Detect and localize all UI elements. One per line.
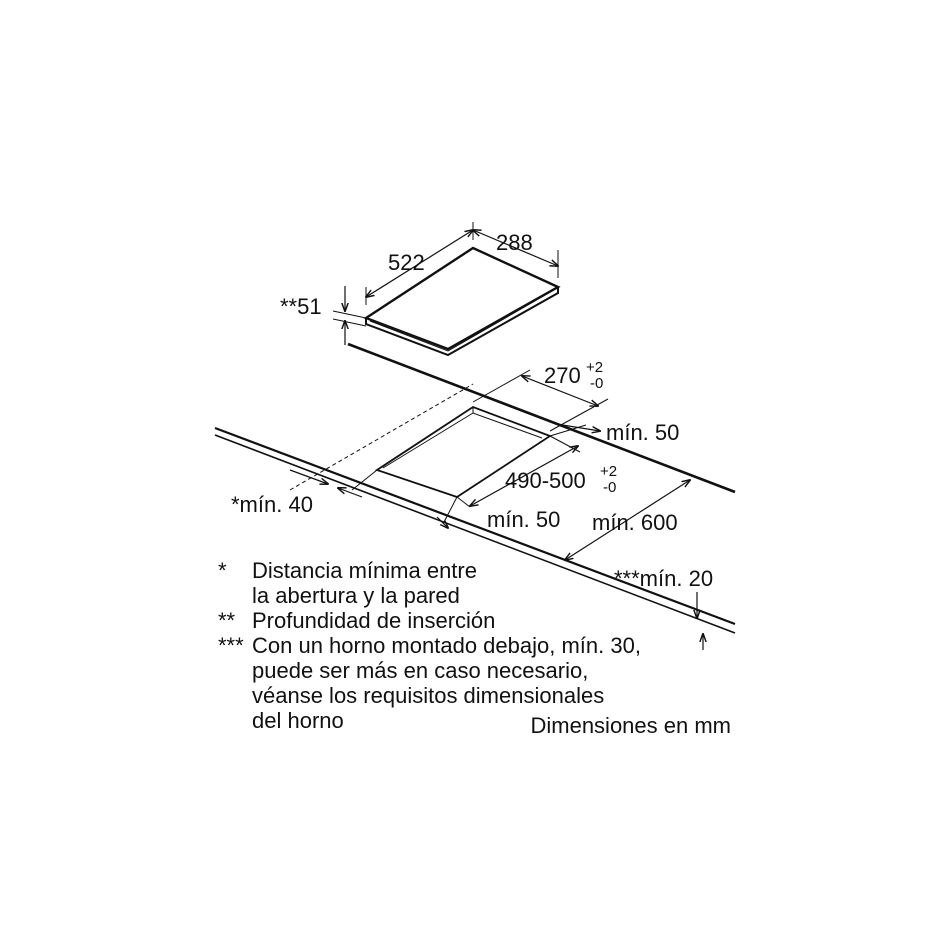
note-3-line-3: véanse los requisitos dimensionales: [252, 683, 604, 708]
note-marker-2: **: [218, 608, 236, 633]
label-min-front: mín. 50: [487, 507, 560, 532]
label-cutout-width-tol-plus: +2: [600, 463, 617, 480]
label-min-worktop-thickness: ***mín. 20: [614, 566, 713, 591]
label-min-side: *mín. 40: [231, 492, 313, 517]
label-cutout-width: 490-500: [505, 468, 586, 493]
insertion-depth-dimension: [332, 286, 367, 345]
label-cutout-depth: 270: [544, 363, 581, 388]
label-cutout-depth-tol-plus: +2: [586, 359, 603, 376]
label-cutout-depth-tol-minus: -0: [590, 375, 603, 392]
worktop-front-edge-top: [214, 426, 736, 626]
label-cutout-width-tol-minus: -0: [603, 479, 616, 496]
note-3-line-2: puede ser más en caso necesario,: [252, 658, 588, 683]
front-min-dimension: [436, 496, 458, 528]
cutout-depth-dimension: [472, 369, 609, 432]
wall-line: [289, 383, 474, 491]
note-1-line-2: la abertura y la pared: [252, 583, 460, 608]
note-1-line-1: Distancia mínima entre: [252, 558, 477, 583]
cutout-width-dimension: [456, 435, 580, 507]
units-note: Dimensiones en mm: [530, 713, 731, 738]
worktop-depth-dimension: [565, 480, 690, 560]
note-2-line-1: Profundidad de inserción: [252, 608, 495, 633]
label-depth: 522: [388, 250, 425, 275]
note-marker-1: *: [218, 558, 227, 583]
note-3-line-1: Con un horno montado debajo, mín. 30,: [252, 633, 641, 658]
side-min-dimension: [289, 469, 378, 498]
worktop: [214, 342, 736, 634]
label-insertion-depth: **51: [280, 294, 322, 319]
worktop-back-edge: [347, 342, 736, 494]
note-3-line-4: del horno: [252, 708, 344, 733]
width-dimension: [473, 230, 558, 278]
note-marker-3: ***: [218, 633, 244, 658]
hob-side: [365, 287, 559, 357]
footnotes: * Distancia mínima entre la abertura y l…: [218, 558, 641, 733]
rear-min-dimension: [549, 423, 600, 437]
label-min-worktop-depth: mín. 600: [592, 510, 678, 535]
worktop-front-edge-bottom: [214, 434, 736, 634]
worktop-thickness-dimension: [697, 592, 703, 650]
label-min-rear: mín. 50: [606, 420, 679, 445]
label-width: 288: [496, 230, 533, 255]
